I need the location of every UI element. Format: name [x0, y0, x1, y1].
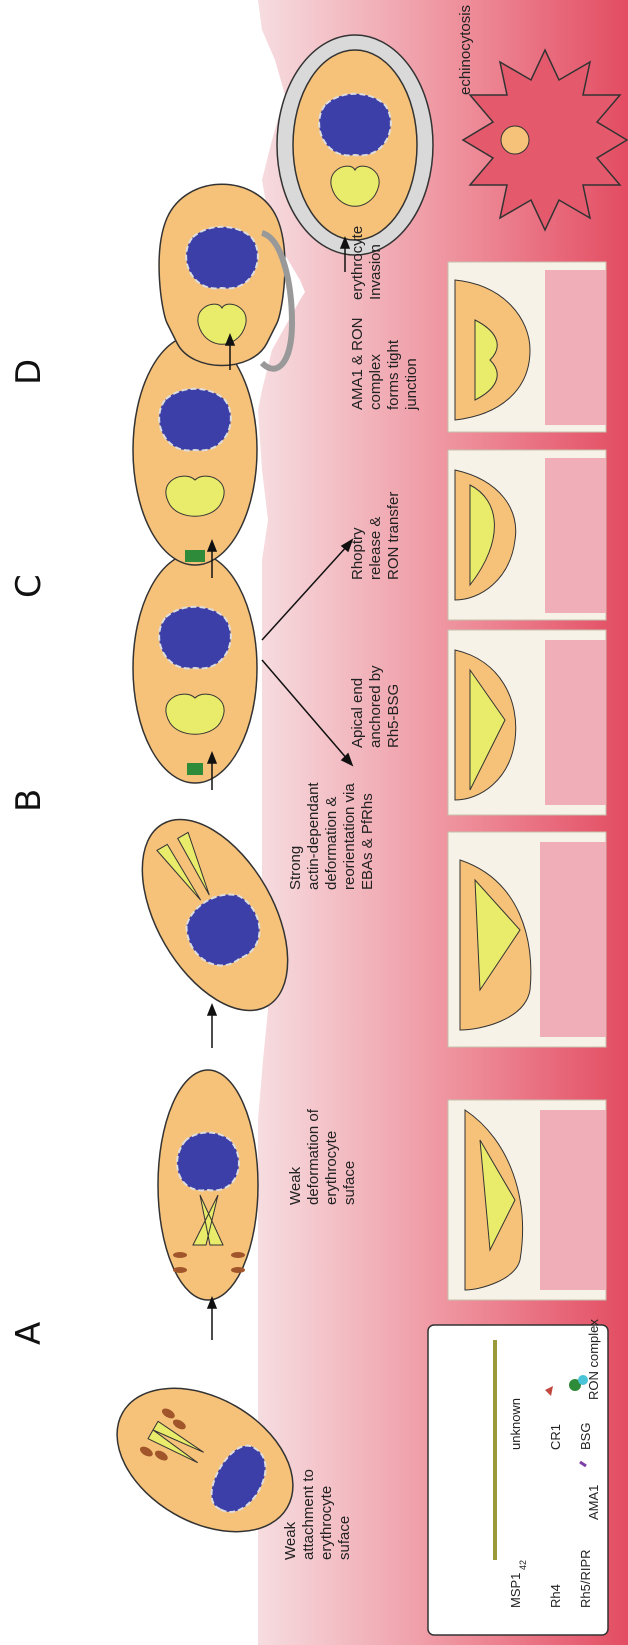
- caption-line: Rhoptry: [349, 527, 366, 580]
- legend-bsg: BSG: [578, 1423, 593, 1450]
- caption-line: release &: [367, 517, 384, 580]
- legend-msp1: MSP1: [508, 1573, 523, 1608]
- merozoite-internalized: [277, 35, 433, 255]
- inset-tight-junction: [448, 262, 606, 432]
- caption-line: Apical end: [349, 678, 366, 748]
- legend-ron-complex: RON complex: [586, 1319, 601, 1400]
- caption-line: erythrocyte: [349, 226, 366, 300]
- legend-ama1: AMA1: [586, 1485, 601, 1520]
- legend-rh5: Rh5/RIPR: [578, 1549, 593, 1608]
- caption-line: EBAs & PfRhs: [359, 793, 376, 890]
- caption-line: Weak: [282, 1521, 299, 1560]
- stage-c-label: C: [9, 574, 49, 598]
- inset-apical-anchored: [448, 630, 606, 815]
- caption-line: junction: [403, 358, 420, 411]
- stage-a-label: A: [9, 1322, 49, 1345]
- caption-line: AMA1 & RON: [349, 317, 366, 410]
- stage-d-label: D: [9, 359, 49, 385]
- caption-line: Rh5-BSG: [385, 684, 402, 748]
- caption-line: deformation of: [305, 1108, 322, 1205]
- caption-line: suface: [341, 1161, 358, 1205]
- legend-msp1-sub: 42: [518, 1560, 528, 1570]
- caption-line: forms tight: [385, 339, 402, 410]
- merozoite-tight-junction: [133, 335, 257, 565]
- echinocytosis-caption: echinocytosis: [457, 5, 474, 95]
- legend-unknown: unknown: [508, 1398, 523, 1450]
- caption-line: suface: [336, 1516, 353, 1560]
- caption-line: complex: [367, 354, 384, 410]
- caption-line: anchored by: [367, 665, 384, 748]
- inset-rhoptry-release: [448, 450, 606, 620]
- caption-line: actin-dependant: [305, 782, 322, 890]
- legend: MSP1 42 Rh4 Rh5/RIPR AMA1 unknown CR1 BS…: [428, 1319, 608, 1635]
- stage-b-label: B: [9, 789, 49, 812]
- caption-line: attachment to: [300, 1469, 317, 1560]
- legend-cr1: CR1: [548, 1424, 563, 1450]
- caption-line: Strong: [287, 846, 304, 890]
- inset-weak-deformation: [448, 1100, 606, 1300]
- legend-rh4: Rh4: [548, 1584, 563, 1608]
- caption-line: deformation &: [323, 797, 340, 890]
- caption-line: Weak: [287, 1166, 304, 1205]
- merozoite-weak-deformation: [158, 1070, 258, 1300]
- caption-line: erythrocyte: [318, 1486, 335, 1560]
- caption-line: erythrocyte: [323, 1131, 340, 1205]
- caption-line: Invasion: [367, 244, 384, 300]
- inset-strong-deformation: [448, 832, 606, 1047]
- merozoite-apical-anchored: [133, 553, 257, 783]
- caption-line: reorientation via: [341, 783, 358, 890]
- caption-line: RON transfer: [385, 492, 402, 580]
- merozoite-invading: [159, 184, 292, 368]
